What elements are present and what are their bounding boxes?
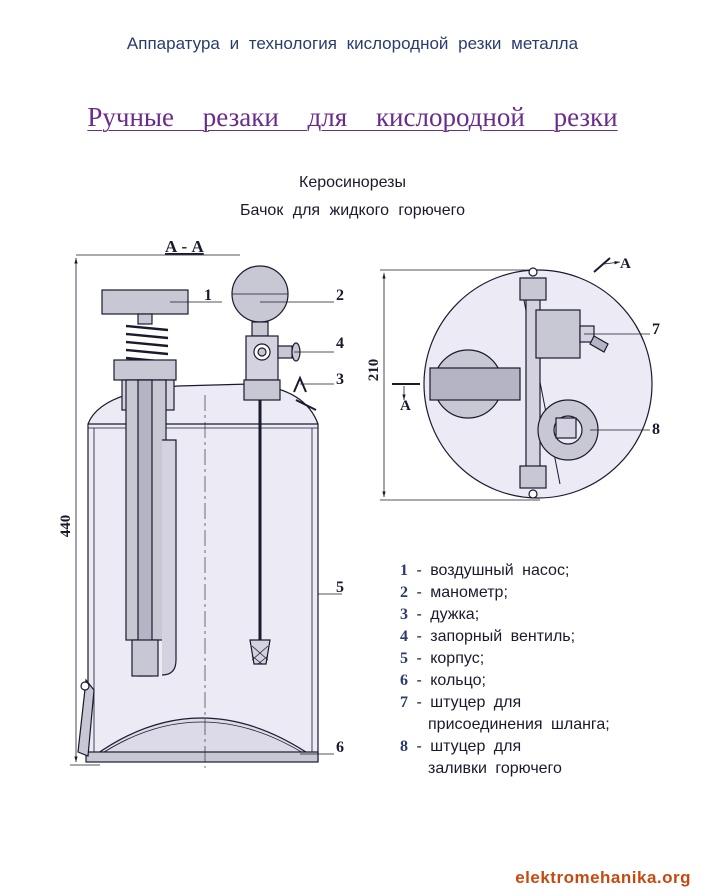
legend-item: 2 - манометр; (400, 582, 700, 604)
legend-item-continuation: присоединения шланга; (428, 716, 610, 733)
tank-wall-inner (93, 428, 313, 756)
strainer (249, 639, 271, 665)
legend-num: 3 (400, 606, 408, 623)
legend-num: 1 (400, 562, 408, 579)
section-name: Керосинорезы (299, 174, 406, 191)
section-label: А - А (165, 237, 204, 256)
fitting-7 (535, 309, 581, 359)
legend-num: 7 (400, 694, 408, 711)
section-view (70, 254, 319, 768)
tank-bottom-dome (93, 717, 313, 757)
callout-3: 3 (336, 371, 344, 388)
callout-7: 7 (652, 321, 660, 338)
legend-item: 6 - кольцо; (400, 670, 700, 692)
figure-caption: Бачок для жидкого горючего (240, 202, 465, 219)
legend-num: 2 (400, 584, 408, 601)
legend-item: 3 - дужка; (400, 604, 700, 626)
callout-8: 8 (652, 421, 660, 438)
legend-num: 5 (400, 650, 408, 667)
side-handle (77, 678, 95, 757)
legend-item: 1 - воздушный насос; (400, 560, 700, 582)
watermark: elektromehanika.org (515, 868, 691, 887)
cut-label-top: А (620, 256, 631, 272)
legend-item: 8 - штуцер для (400, 736, 700, 758)
callout-5: 5 (336, 579, 344, 596)
legend-text: - штуцер для (416, 738, 522, 755)
legend-num: 8 (400, 738, 408, 755)
cut-line-a-top (593, 257, 611, 273)
legend-num: 6 (400, 672, 408, 689)
legend-text: - дужка; (416, 606, 480, 623)
legend-text: - воздушный насос; (416, 562, 570, 579)
callout-1: 1 (204, 287, 212, 304)
legend-item: 5 - корпус; (400, 648, 700, 670)
page-header: Аппаратура и технология кислородной резк… (126, 34, 579, 53)
valve-4 (277, 345, 293, 359)
legend-item-continuation: заливки горючего (428, 760, 562, 777)
callouts-right (584, 333, 650, 431)
tank-body (87, 383, 319, 761)
page-subtitle[interactable]: Ручные резаки для кислородной резки (87, 102, 618, 132)
legend-item: 4 - запорный вентиль; (400, 626, 700, 648)
legend-num: 4 (400, 628, 408, 645)
top-view (380, 257, 653, 501)
bail-3 (293, 375, 307, 393)
legend-text: - запорный вентиль; (416, 628, 576, 645)
callout-4: 4 (336, 335, 344, 352)
cut-label-bottom: А (400, 398, 411, 414)
dim-440-label: 440 (58, 515, 74, 538)
pump-rod (137, 379, 153, 677)
legend-text: - штуцер для (416, 694, 522, 711)
ring-6 (85, 751, 319, 763)
dim-210-label: 210 (366, 359, 382, 382)
callout-6: 6 (336, 739, 344, 756)
legend-text: - корпус; (416, 650, 485, 667)
callouts-left (170, 301, 342, 755)
pump-cap (113, 359, 177, 381)
callout-2: 2 (336, 287, 344, 304)
legend-text: - манометр; (416, 584, 508, 601)
legend-item: 7 - штуцер для (400, 692, 700, 714)
legend-text: - кольцо; (416, 672, 486, 689)
pump-tube (161, 439, 177, 676)
pump-spring (125, 324, 169, 364)
legend: 1 - воздушный насос; 2 - манометр; 3 - д… (400, 560, 700, 780)
